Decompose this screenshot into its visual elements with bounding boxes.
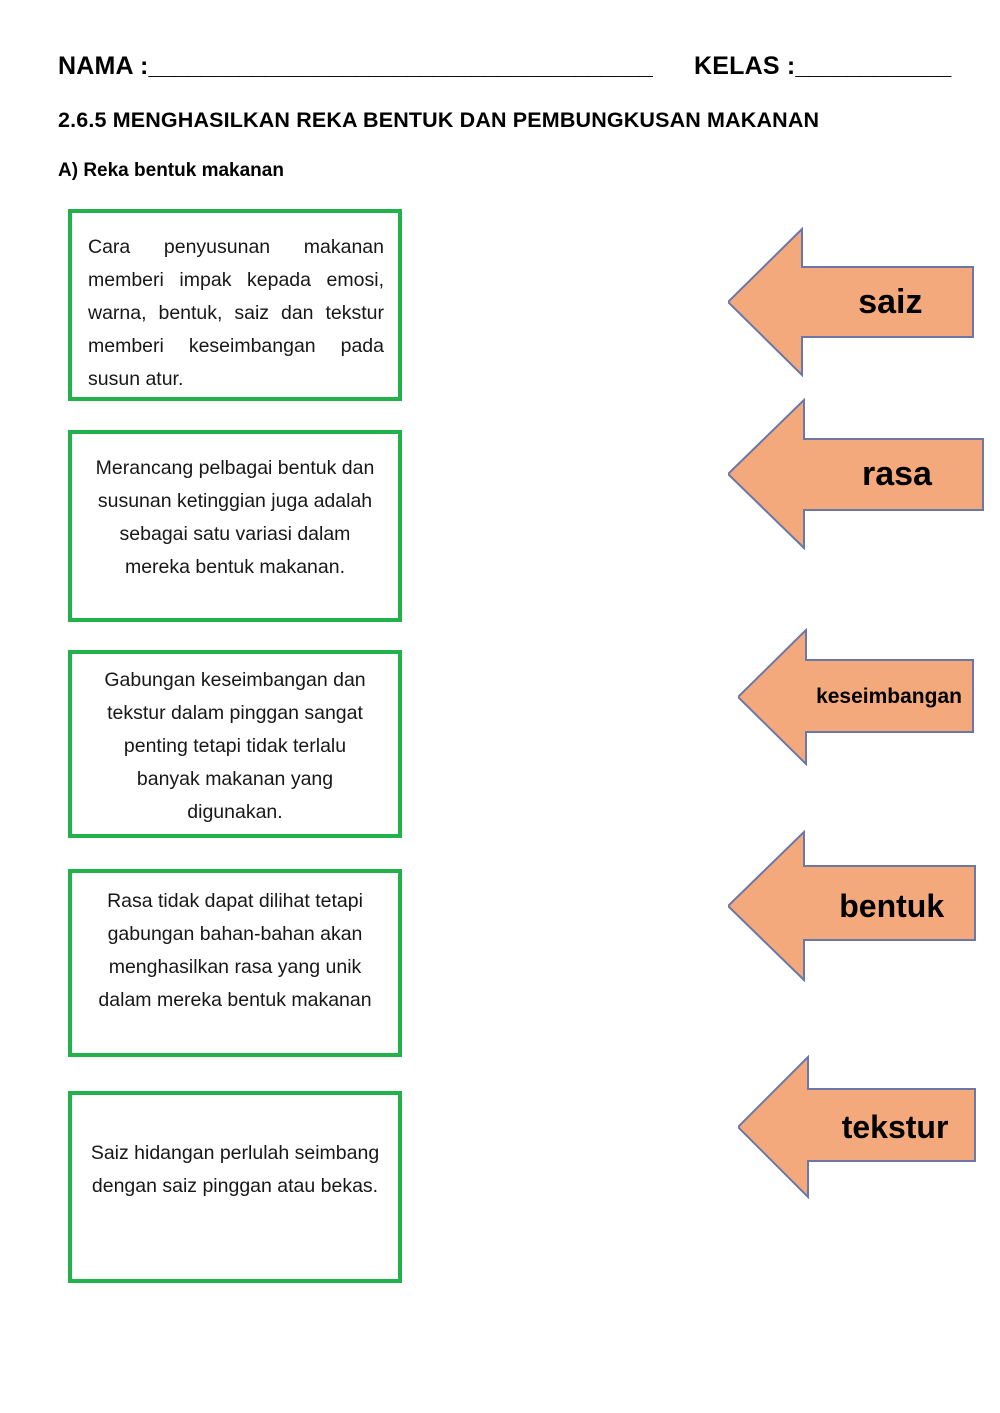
left-arrow-icon — [728, 398, 984, 550]
student-info-row: NAMA :__________________________________… — [0, 52, 1000, 92]
arrow-keseimbangan[interactable]: keseimbangan — [738, 628, 974, 766]
arrow-tekstur[interactable]: tekstur — [738, 1055, 976, 1199]
statement-text: Merancang pelbagai bentuk dan susunan ke… — [95, 457, 375, 578]
statement-text: Rasa tidak dapat dilihat tetapi gabungan… — [98, 890, 372, 1011]
name-field-group: NAMA :__________________________________… — [58, 52, 653, 81]
statement-text: Cara penyusunan makanan memberi impak ke… — [88, 236, 384, 390]
statement-box-3[interactable]: Gabungan keseimbangan dan tekstur dalam … — [68, 650, 402, 838]
left-arrow-icon — [728, 227, 974, 377]
left-arrow-icon — [728, 830, 976, 982]
arrow-saiz[interactable]: saiz — [728, 227, 974, 377]
statement-box-4[interactable]: Rasa tidak dapat dilihat tetapi gabungan… — [68, 869, 402, 1057]
statement-box-1[interactable]: Cara penyusunan makanan memberi impak ke… — [68, 209, 402, 401]
name-write-in-line[interactable]: _______________________________________ — [148, 52, 653, 80]
class-write-in-line[interactable]: ____________ — [795, 52, 951, 80]
page-title: 2.6.5 MENGHASILKAN REKA BENTUK DAN PEMBU… — [58, 108, 820, 132]
statement-text: Saiz hidangan perlulah seimbang dengan s… — [90, 1142, 380, 1197]
name-label: NAMA : — [58, 52, 149, 80]
arrow-bentuk[interactable]: bentuk — [728, 830, 976, 982]
left-arrow-icon — [738, 628, 974, 766]
class-field-group: KELAS :____________ — [694, 52, 951, 81]
statement-text: Gabungan keseimbangan dan tekstur dalam … — [104, 669, 366, 823]
section-heading: A) Reka bentuk makanan — [58, 160, 284, 181]
class-label: KELAS : — [694, 52, 796, 80]
statement-box-5[interactable]: Saiz hidangan perlulah seimbang dengan s… — [68, 1091, 402, 1283]
arrow-rasa[interactable]: rasa — [728, 398, 984, 550]
left-arrow-icon — [738, 1055, 976, 1199]
statement-box-2[interactable]: Merancang pelbagai bentuk dan susunan ke… — [68, 430, 402, 622]
